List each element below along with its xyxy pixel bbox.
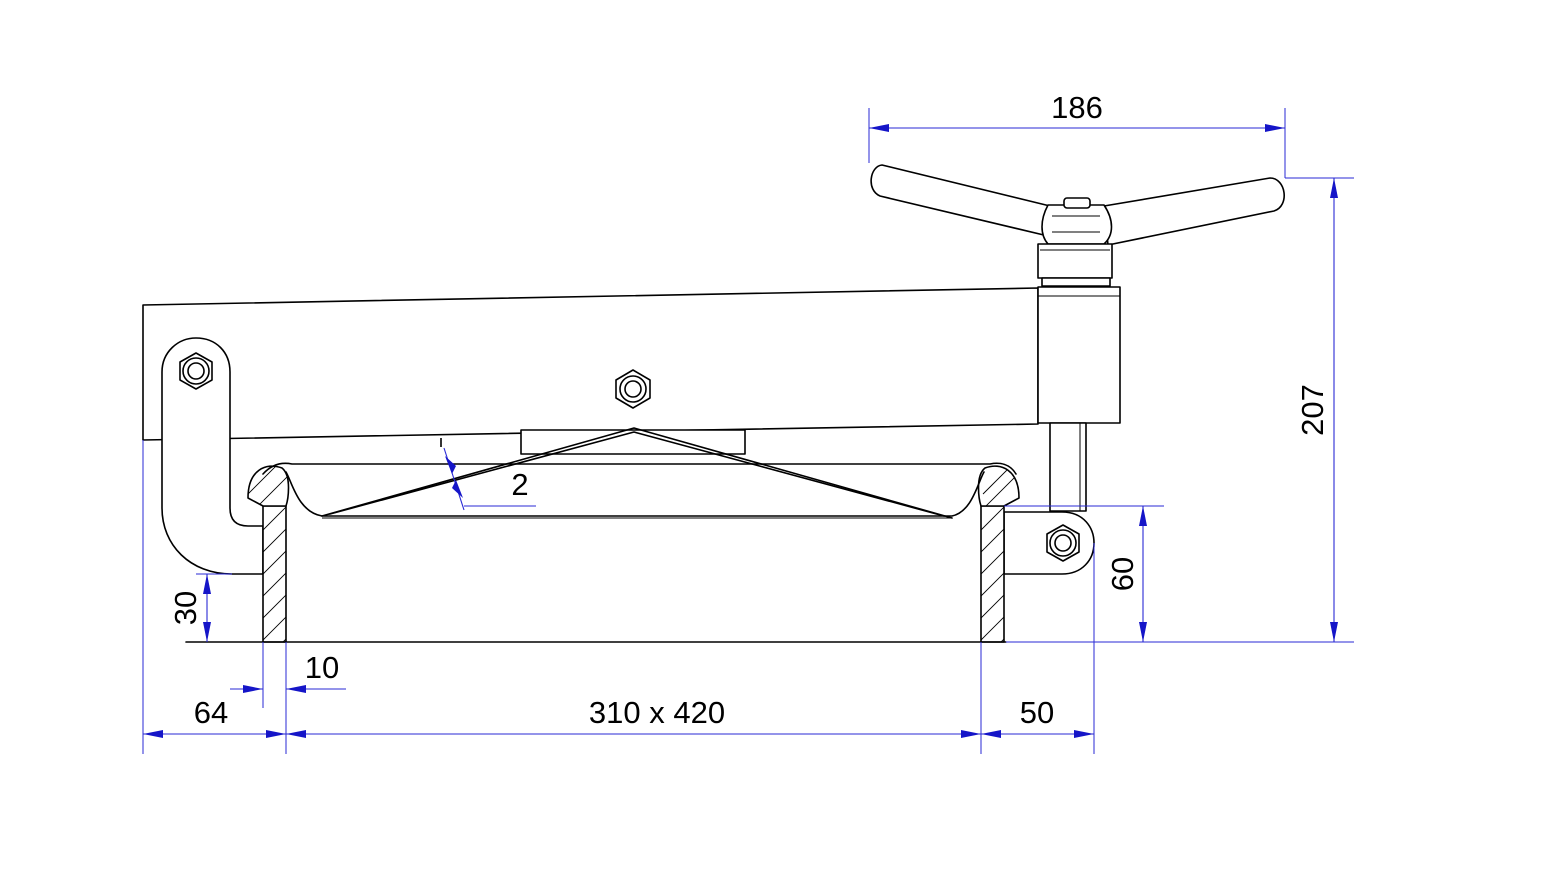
dimension-207-label: 207 [1295, 384, 1330, 436]
dimension-10-label: 10 [305, 650, 339, 685]
dimension-60 [1004, 505, 1164, 642]
handle-spindle-collar [1037, 243, 1113, 279]
dimension-2 [443, 447, 536, 511]
handle-right-arm [1103, 177, 1285, 246]
dimension-opening-label: 310 x 420 [589, 695, 725, 730]
dimension-50-label: 50 [1020, 695, 1054, 730]
handle-spindle-ring [1041, 277, 1111, 287]
lid-arm [142, 286, 1121, 455]
spindle-post [1049, 422, 1087, 512]
dimension-60-label: 60 [1105, 557, 1140, 591]
handle-hub-nut [1063, 197, 1091, 209]
dimension-50 [981, 543, 1095, 754]
dimension-207 [1006, 177, 1354, 643]
dimension-64 [142, 440, 286, 754]
gasket-profile [262, 427, 1017, 519]
handle-left-arm [870, 164, 1051, 237]
spindle-housing [1037, 286, 1121, 424]
t-handle [870, 164, 1285, 287]
lid-arm-body [142, 287, 1039, 441]
frame-curl-right [977, 465, 1020, 507]
frame-wall-right [980, 505, 1005, 643]
dimension-186-label: 186 [1051, 90, 1103, 125]
left-hinge-arm [161, 337, 264, 575]
dimension-30-label: 30 [168, 591, 203, 625]
hinge-bolt-left [179, 352, 213, 390]
hinge-bolt-right [1046, 524, 1080, 562]
center-bolt [615, 369, 651, 409]
handle-hub [1041, 204, 1113, 245]
dimension-64-label: 64 [194, 695, 228, 730]
dimension-10 [230, 642, 346, 754]
dimension-2-label: 2 [511, 467, 528, 502]
dimension-186 [868, 108, 1286, 178]
frame-curl-left [247, 465, 290, 507]
frame-wall-left [262, 505, 287, 643]
dimension-opening [286, 642, 982, 754]
dimension-30 [196, 573, 232, 642]
